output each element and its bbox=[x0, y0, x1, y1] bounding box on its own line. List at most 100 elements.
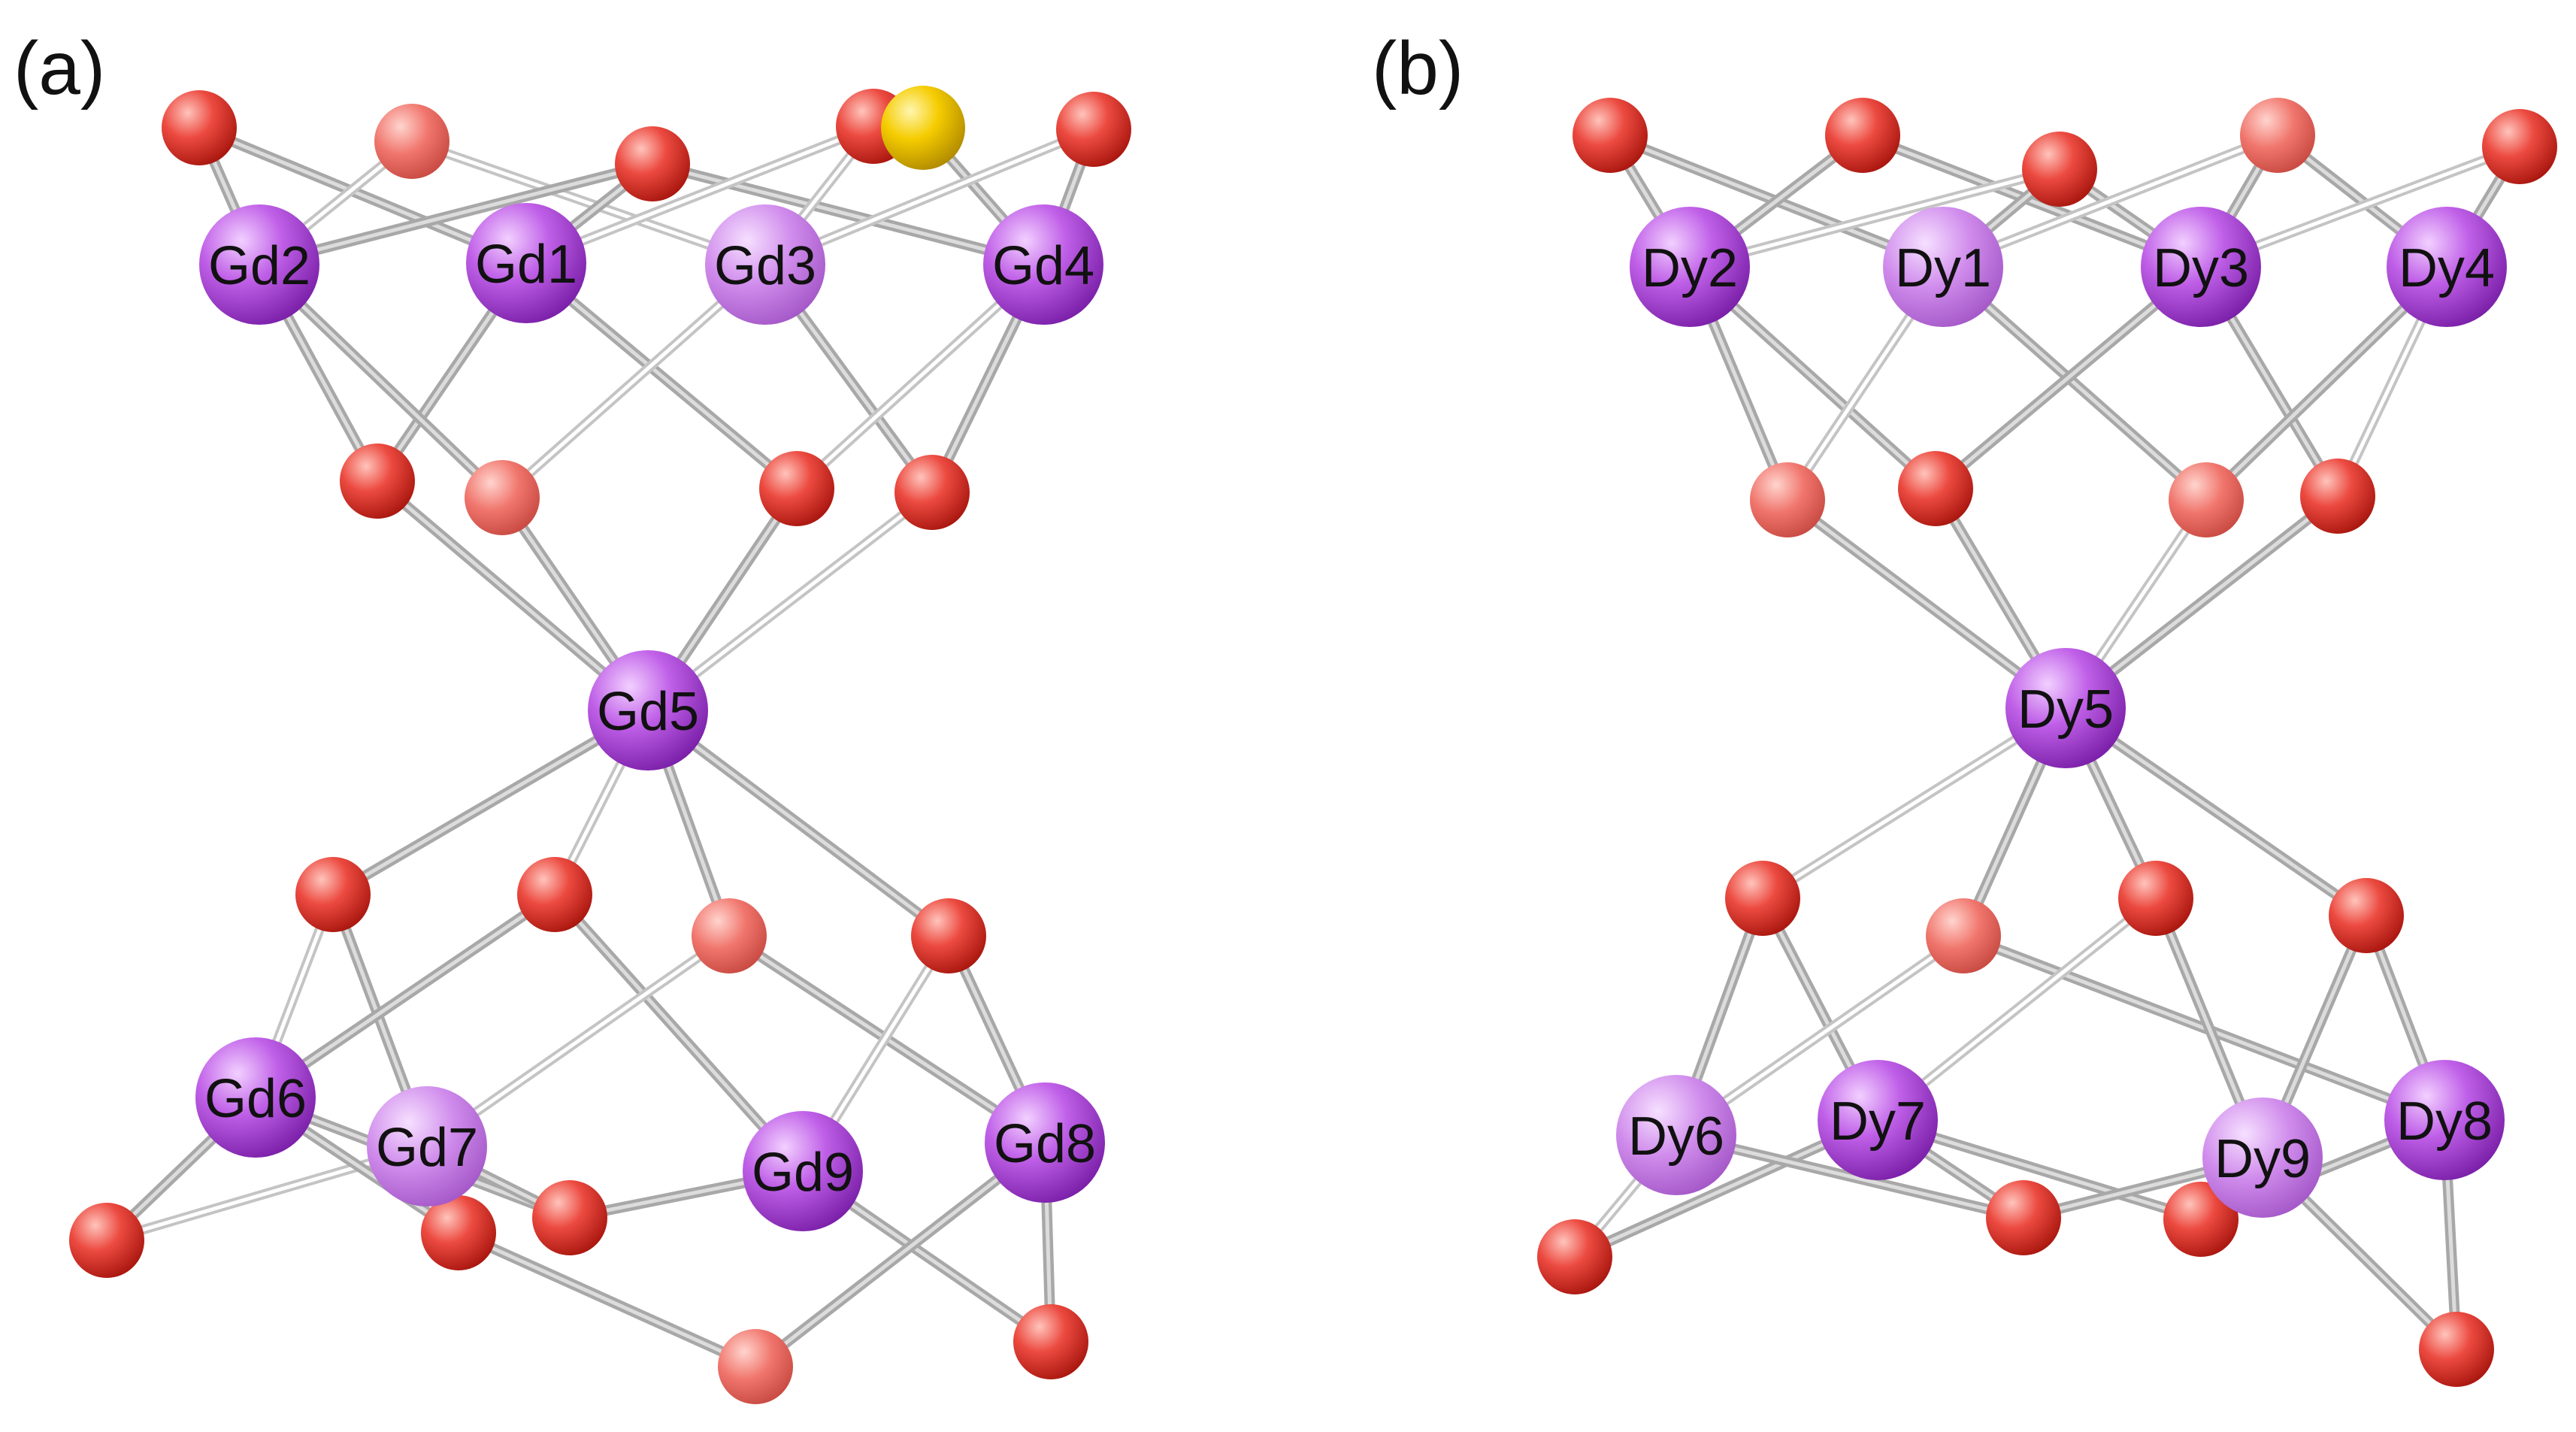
oxygen-atom bbox=[894, 455, 970, 530]
oxygen-atom bbox=[2482, 109, 2557, 184]
oxygen-atom bbox=[2169, 462, 2244, 537]
metal-sphere bbox=[199, 204, 319, 325]
atom-label-dy2: Dy2 bbox=[1642, 238, 1738, 298]
oxygen-atom bbox=[1986, 1180, 2061, 1255]
metal-sphere bbox=[367, 1086, 487, 1206]
metal-atom-gd1: Gd1 bbox=[466, 203, 586, 323]
oxygen-atom bbox=[1898, 451, 1973, 526]
oxygen-atom bbox=[1537, 1219, 1612, 1294]
metal-sphere bbox=[1616, 1075, 1736, 1195]
metal-atom-dy7: Dy7 bbox=[1818, 1060, 1938, 1180]
oxygen-atom bbox=[532, 1180, 607, 1255]
oxygen-atom bbox=[2300, 459, 2375, 534]
metal-atom-gd9: Gd9 bbox=[743, 1111, 863, 1231]
metal-sphere bbox=[1818, 1060, 1938, 1180]
oxygen-atom bbox=[2240, 98, 2315, 173]
bond-o11-gd9 bbox=[549, 889, 808, 1176]
oxygen-atom bbox=[2419, 1312, 2494, 1387]
metal-atom-dy6: Dy6 bbox=[1616, 1075, 1736, 1195]
oxygen-atom bbox=[2329, 878, 2404, 953]
metal-sphere bbox=[466, 203, 586, 323]
oxygen-atom bbox=[1013, 1304, 1088, 1379]
atom-label-gd5: Gd5 bbox=[597, 682, 699, 742]
atom-label-dy1: Dy1 bbox=[1895, 238, 1991, 298]
atom-label-gd9: Gd9 bbox=[752, 1143, 854, 1203]
panel-label-a: (a) bbox=[14, 26, 105, 111]
metal-sphere bbox=[588, 650, 708, 770]
oxygen-atom bbox=[162, 90, 237, 165]
metal-sphere bbox=[2384, 1060, 2505, 1180]
metal-sphere bbox=[985, 1082, 1105, 1203]
oxygen-atom bbox=[517, 857, 592, 932]
oxygen-atom bbox=[465, 460, 540, 535]
metal-atom-dy5: Dy5 bbox=[2005, 648, 2126, 768]
metal-sphere bbox=[705, 204, 825, 325]
atom-label-gd4: Gd4 bbox=[992, 236, 1094, 296]
atom-label-gd1: Gd1 bbox=[475, 235, 577, 295]
oxygen-atom bbox=[615, 126, 690, 201]
sulfur-atom bbox=[881, 86, 965, 170]
metal-sphere bbox=[2141, 207, 2261, 327]
metal-atom-gd2: Gd2 bbox=[199, 204, 319, 325]
oxygen-atom bbox=[340, 444, 415, 519]
bond-o3-gd2 bbox=[254, 159, 658, 270]
metal-atom-dy2: Dy2 bbox=[1630, 207, 1750, 327]
oxygen-atom bbox=[718, 1329, 793, 1404]
bond-o11-gd6 bbox=[250, 889, 560, 1103]
oxygen-atom bbox=[1056, 92, 1131, 167]
atom-label-gd8: Gd8 bbox=[994, 1114, 1096, 1174]
metal-sphere bbox=[1883, 207, 2003, 327]
bond-o3-gd4 bbox=[647, 159, 1049, 270]
metal-atom-gd5: Gd5 bbox=[588, 650, 708, 770]
bond-gd8-o17 bbox=[750, 1137, 1050, 1372]
metal-atom-dy4: Dy4 bbox=[2387, 207, 2507, 327]
bond-o4-gd1 bbox=[521, 121, 879, 268]
atom-label-dy4: Dy4 bbox=[2399, 238, 2495, 298]
metal-atom-dy9: Dy9 bbox=[2202, 1097, 2323, 1218]
oxygen-atom bbox=[2163, 1182, 2238, 1257]
atom-label-dy7: Dy7 bbox=[1830, 1091, 1926, 1152]
metal-atom-gd6: Gd6 bbox=[195, 1037, 316, 1158]
oxygen-atom bbox=[374, 104, 450, 179]
oxygen-atom bbox=[1926, 898, 2001, 973]
bond-o2-dy3 bbox=[1857, 130, 2206, 272]
metal-sphere bbox=[983, 204, 1103, 325]
oxygen-atom bbox=[759, 451, 834, 526]
metal-sphere bbox=[1630, 207, 1750, 327]
oxygen-atom bbox=[295, 857, 371, 932]
bond-o3-dy2 bbox=[1685, 164, 2065, 272]
atom-label-gd2: Gd2 bbox=[208, 236, 310, 296]
metal-sphere bbox=[2387, 207, 2507, 327]
atom-label-dy9: Dy9 bbox=[2214, 1129, 2311, 1189]
oxygen-atom bbox=[1573, 98, 1648, 173]
metal-atom-gd4: Gd4 bbox=[983, 204, 1103, 325]
atom-label-gd3: Gd3 bbox=[714, 236, 816, 296]
metal-atom-dy1: Dy1 bbox=[1883, 207, 2003, 327]
atom-label-dy3: Dy3 bbox=[2153, 238, 2249, 298]
bond-dy5-o13 bbox=[2060, 703, 2372, 921]
atom-label-dy8: Dy8 bbox=[2396, 1091, 2493, 1152]
oxygen-atom bbox=[69, 1203, 144, 1278]
metal-atom-dy8: Dy8 bbox=[2384, 1060, 2505, 1180]
oxygen-atom bbox=[692, 898, 767, 973]
oxygen-atom bbox=[421, 1195, 496, 1270]
bond-o17-o15 bbox=[453, 1228, 761, 1372]
oxygen-atom bbox=[1750, 462, 1825, 537]
metal-sphere bbox=[743, 1111, 863, 1231]
atom-label-dy6: Dy6 bbox=[1628, 1107, 1724, 1167]
bond-o12-gd7 bbox=[422, 931, 734, 1152]
oxygen-atom bbox=[2118, 861, 2193, 936]
oxygen-atom bbox=[1825, 98, 1900, 173]
oxygen-atom bbox=[911, 898, 986, 973]
panel-label-b: (b) bbox=[1372, 26, 1464, 111]
bond-gd5-o10 bbox=[328, 705, 653, 900]
metal-sphere bbox=[195, 1037, 316, 1158]
metal-sphere bbox=[2005, 648, 2126, 768]
bond-o2-gd3 bbox=[407, 136, 770, 270]
atom-label-gd6: Gd6 bbox=[204, 1069, 307, 1129]
atom-label-gd7: Gd7 bbox=[376, 1118, 478, 1178]
